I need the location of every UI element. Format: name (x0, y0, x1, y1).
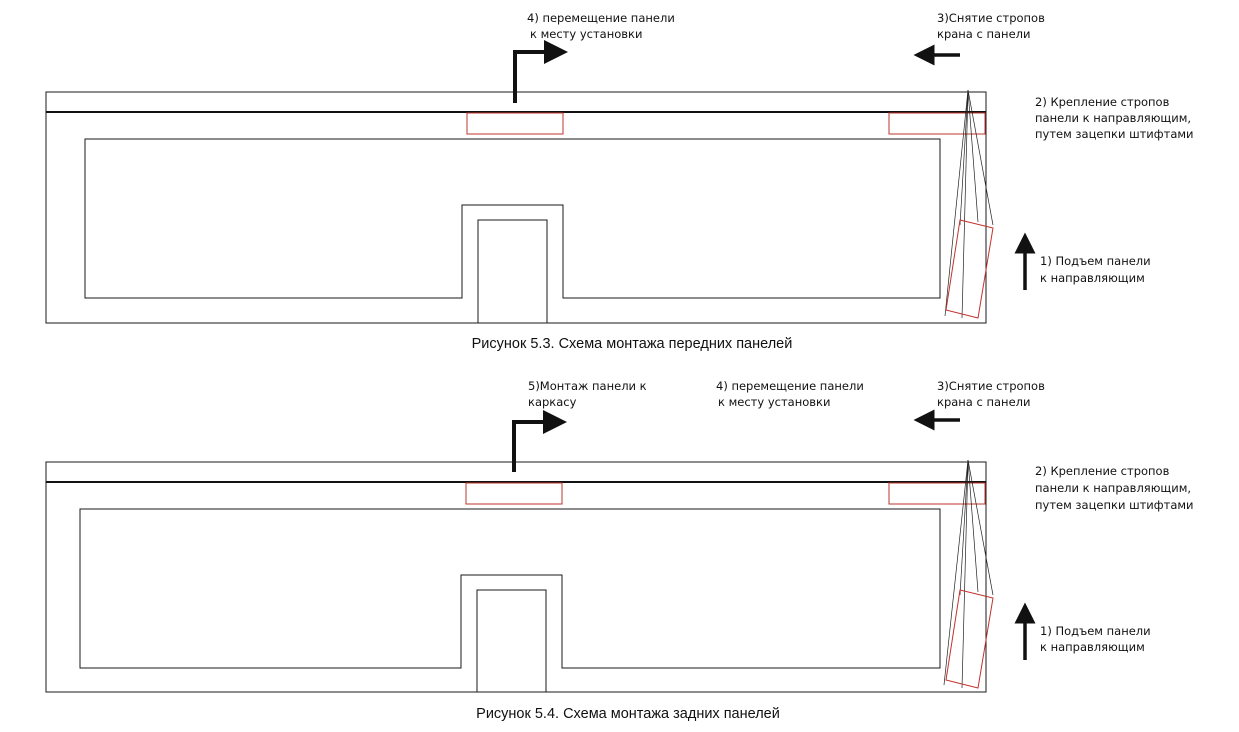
label-lift-line1: 1) Подъем панели (1040, 254, 1151, 268)
label-remove-line2: крана с панели (937, 395, 1030, 409)
crane-slings (943, 459, 994, 689)
door-opening (476, 589, 547, 692)
label-attach-line3: путем зацепки штифтами (1035, 127, 1194, 141)
label-mount-line2: каркасу (528, 395, 577, 409)
arrow-move-to-place (513, 40, 568, 103)
lifted-panel (945, 589, 994, 689)
label-move-line2: к месту установки (718, 395, 830, 409)
label-remove-line1: 3)Снятие стропов (937, 11, 1045, 25)
label-attach-line1: 2) Крепление стропов (1035, 464, 1170, 478)
label-move-line2: к месту установки (530, 27, 642, 41)
rear-panel-drawing (45, 459, 994, 693)
lifted-panel (945, 219, 994, 319)
label-attach-line2: панели к направляющим, (1035, 481, 1191, 495)
outer-frame (45, 461, 987, 693)
figure-caption: Рисунок 5.4. Схема монтажа задних панеле… (476, 706, 780, 722)
guide-fixture (888, 482, 986, 505)
label-attach-line2: панели к направляющим, (1035, 111, 1191, 125)
arrow-mount-to-frame (512, 410, 567, 472)
guide-fixture (888, 112, 986, 135)
figure-caption: Рисунок 5.3. Схема монтажа передних пане… (472, 336, 793, 352)
label-attach-line3: путем зацепки штифтами (1035, 498, 1194, 512)
label-remove-line1: 3)Снятие стропов (937, 379, 1045, 393)
label-lift-line2: к направляющим (1040, 271, 1145, 285)
label-lift-line1: 1) Подъем панели (1040, 624, 1151, 638)
guide-fixture (466, 112, 564, 135)
front-panel-drawing (45, 89, 994, 324)
door-opening (477, 219, 548, 323)
label-mount-line1: 5)Монтаж панели к (528, 379, 647, 393)
label-remove-line2: крана с панели (937, 27, 1030, 41)
label-move-line1: 4) перемещение панели (716, 379, 864, 393)
label-lift-line2: к направляющим (1040, 640, 1145, 654)
outer-frame (45, 91, 987, 324)
crane-slings (944, 89, 994, 319)
label-attach-line1: 2) Крепление стропов (1035, 95, 1170, 109)
figure-5-3: 4) перемещение панели к месту установки … (45, 11, 1194, 352)
figure-5-4: 5)Монтаж панели к каркасу 4) перемещение… (45, 379, 1194, 722)
label-move-line1: 4) перемещение панели (527, 11, 675, 25)
panel-inner-contour (79, 508, 941, 669)
panel-inner-contour (84, 138, 941, 299)
guide-fixture (465, 482, 563, 505)
